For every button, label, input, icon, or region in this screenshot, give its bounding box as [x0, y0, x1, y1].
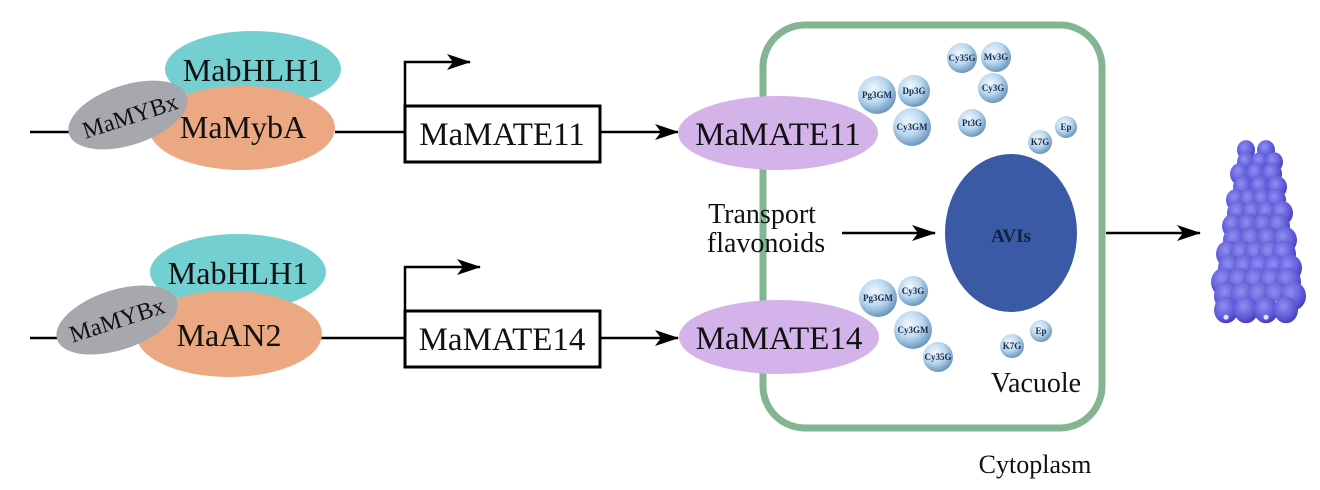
flavonoid-bubble: Cy3G — [898, 276, 928, 306]
bhlh-protein — [165, 31, 341, 107]
mate-protein-label: MaMATE14 — [696, 321, 863, 357]
gene-label: MaMATE11 — [419, 117, 585, 153]
flavonoid-bubble: Cy35G — [947, 43, 977, 73]
svg-text:Dp3G: Dp3G — [902, 86, 925, 96]
myb-protein — [136, 291, 322, 377]
transcription-start-arrow — [403, 259, 481, 310]
vacuole-label: Vacuole — [991, 368, 1081, 399]
gene-label: MaMATE14 — [419, 322, 586, 358]
flavonoid-cluster-bottom: Pg3GM Cy3G Cy3GM Cy35G K7G Ep — [859, 276, 1052, 372]
mate-transporter-2: MaMATE14 — [679, 300, 879, 374]
avis-label: AVIs — [991, 226, 1031, 247]
gene-2: MaMATE14 — [403, 259, 679, 369]
svg-text:Pg3GM: Pg3GM — [863, 293, 893, 303]
svg-text:Pg3GM: Pg3GM — [862, 90, 892, 100]
cytoplasm-label: Cytoplasm — [979, 450, 1092, 479]
svg-text:Pt3G: Pt3G — [962, 118, 982, 128]
flavonoid-bubble: Mv3G — [981, 42, 1011, 72]
svg-text:Ep: Ep — [1060, 122, 1071, 132]
flower-floret — [1254, 296, 1278, 324]
flavonoid-bubble: Pg3GM — [859, 279, 897, 317]
flower-floret — [1214, 296, 1238, 324]
gene-1: MaMATE11 — [403, 54, 679, 164]
flavonoid-bubble: Ep — [1055, 116, 1077, 138]
flavonoid-bubble: Cy35G — [923, 342, 953, 372]
flavonoid-bubble: Pt3G — [958, 109, 986, 137]
avis-ellipse — [945, 154, 1077, 312]
flower-floret — [1274, 296, 1298, 324]
transport-annotation: Transport flavonoids — [707, 199, 936, 259]
flavonoid-bubble: Ep — [1030, 320, 1052, 342]
cell-membrane — [759, 21, 1106, 432]
svg-text:Cy35G: Cy35G — [949, 53, 976, 63]
transport-label-line1: Transport — [708, 199, 816, 230]
svg-text:K7G: K7G — [1031, 137, 1050, 147]
svg-text:Mv3G: Mv3G — [984, 52, 1009, 62]
mybx-protein — [56, 285, 178, 355]
svg-text:K7G: K7G — [1003, 341, 1022, 351]
flavonoid-bubble: K7G — [1000, 334, 1024, 358]
myb-protein — [149, 86, 335, 170]
myb-label: MaMybA — [180, 109, 306, 145]
bhlh-label: MabHLH1 — [168, 255, 308, 291]
myb-label: MaAN2 — [177, 317, 282, 353]
floret-mouth — [1263, 314, 1269, 320]
svg-text:Cy3G: Cy3G — [982, 83, 1005, 93]
flavonoid-bubble: Cy3G — [978, 73, 1008, 103]
floret-mouth — [1223, 314, 1229, 320]
transcription-start-arrow — [403, 54, 471, 105]
flavonoid-bubble: Cy3GM — [893, 108, 931, 146]
flavonoid-bubble: Cy3GM — [894, 311, 932, 349]
mate-protein — [678, 96, 878, 170]
mate-protein-label: MaMATE11 — [695, 117, 861, 153]
gene-box — [403, 104, 602, 164]
svg-text:Cy35G: Cy35G — [925, 352, 952, 362]
grape-hyacinth-flower-icon — [1211, 140, 1306, 324]
svg-text:Ep: Ep — [1035, 326, 1046, 336]
regulatory-complex-2: MabHLH1 MaAN2 MaMYBx — [30, 234, 405, 377]
svg-text:Cy3G: Cy3G — [902, 286, 925, 296]
svg-text:Cy3GM: Cy3GM — [898, 325, 930, 335]
gene-box — [403, 309, 602, 369]
avis-body: AVIs — [945, 154, 1077, 312]
mate-transporter-1: MaMATE11 — [678, 96, 878, 170]
svg-text:Cy3GM: Cy3GM — [897, 122, 929, 132]
bhlh-label: MabHLH1 — [183, 52, 323, 88]
regulatory-complex-1: MabHLH1 MaMybA MaMYBx — [30, 31, 405, 170]
bhlh-protein — [150, 234, 326, 310]
flavonoid-cluster-top: Pg3GM Dp3G Cy3GM Cy35G Mv3G Cy3G Pt3G K7… — [858, 42, 1077, 154]
flower-floret — [1234, 296, 1258, 324]
mybx-protein — [68, 80, 188, 150]
mate-protein — [679, 300, 879, 374]
flavonoid-bubble: Dp3G — [898, 75, 930, 107]
flavonoid-bubble: K7G — [1028, 130, 1052, 154]
flavonoid-bubble: Pg3GM — [858, 76, 896, 114]
transport-label-line2: flavonoids — [707, 228, 825, 259]
